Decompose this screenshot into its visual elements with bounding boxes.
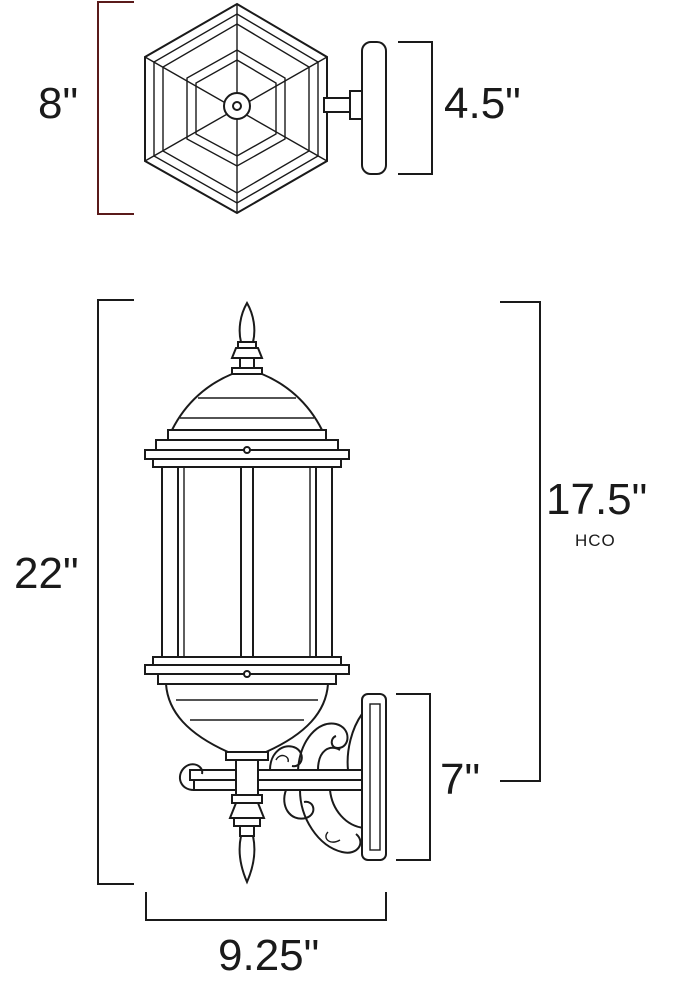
top-depth-bracket [398, 41, 433, 175]
width-label: 9.25" [218, 931, 319, 980]
top-width-bracket [97, 1, 134, 215]
height-label: 22" [14, 549, 79, 598]
top-width-label: 8" [38, 79, 78, 128]
lantern-top-hexagon [144, 2, 328, 215]
backplate-bracket [396, 693, 431, 861]
lantern-bowl [164, 683, 330, 761]
lantern-scrollwork [269, 713, 365, 854]
lantern-lower-band [144, 656, 350, 685]
lantern-bottom-finial [228, 794, 266, 885]
top-arm [323, 90, 365, 120]
lantern-arm [178, 759, 367, 796]
hco-label: 17.5" [546, 475, 647, 524]
hco-bracket [500, 301, 541, 782]
lantern-roof [144, 373, 350, 468]
lantern-finial [230, 301, 264, 375]
top-depth-label: 4.5" [444, 79, 521, 128]
top-view: 8" 4.5" [38, 1, 521, 215]
lantern-glass [161, 466, 333, 658]
top-backplate [361, 41, 387, 175]
backplate-label: 7" [440, 755, 480, 804]
hco-caption: HCO [575, 531, 616, 550]
lantern-backplate [361, 693, 387, 861]
height-bracket [97, 299, 134, 885]
front-view: 22" 17.5" HCO 7" 9.25" [14, 299, 647, 980]
lantern-front [144, 301, 387, 885]
width-bracket [145, 892, 387, 921]
